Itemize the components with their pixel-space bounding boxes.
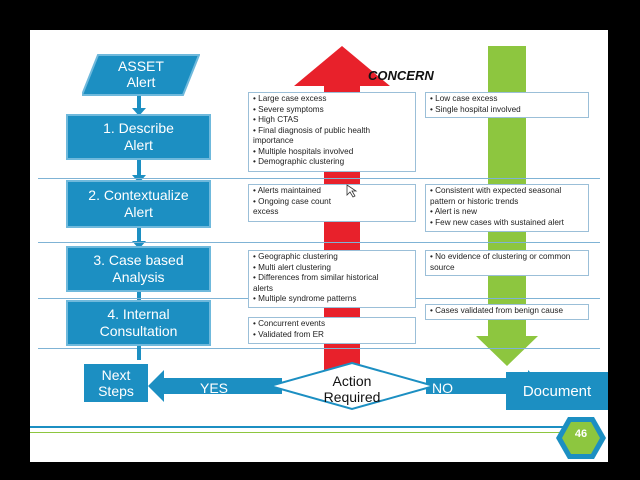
step-label-line2: Analysis — [112, 269, 165, 285]
action-required-label: Action Required — [292, 373, 412, 405]
action-required-line2: Required — [323, 389, 381, 405]
mouse-cursor-icon — [346, 184, 358, 198]
low-item: • Few new cases with sustained alert — [430, 217, 564, 227]
connector-line — [137, 160, 141, 180]
connector-arrow — [132, 175, 146, 183]
concern-box-contextualize: • Alerts maintained • Ongoing case count… — [248, 184, 416, 222]
concern-title: CONCERN — [368, 68, 434, 83]
low-box-describe: • Low case excess • Single hospital invo… — [425, 92, 589, 118]
low-box-case-analysis: • No evidence of clustering or common so… — [425, 250, 589, 276]
concern-box-describe: • Large case excess • Severe symptoms • … — [248, 92, 416, 172]
footer-line — [30, 426, 570, 428]
low-item: • Single hospital involved — [430, 104, 521, 114]
row-divider — [38, 242, 600, 243]
low-item: • Alert is new — [430, 207, 478, 216]
low-box-consultation: • Cases validated from benign cause — [425, 304, 589, 320]
concern-item: • Multiple hospitals involved — [253, 146, 354, 156]
concern-item: • Multiple syndrome patterns — [253, 294, 357, 303]
step-label-line2: Consultation — [99, 323, 178, 339]
concern-item: • Large case excess — [253, 94, 327, 103]
next-steps-line1: Next — [101, 367, 131, 383]
step-label-line1: 1. Describe — [103, 120, 174, 136]
concern-item: • Multi alert clustering — [253, 262, 331, 272]
concern-item: • Geographic clustering — [253, 252, 338, 261]
step-label-line1: 2. Contextualize — [88, 187, 189, 203]
connector-line — [137, 228, 141, 246]
connector-line — [137, 292, 141, 300]
no-label: NO — [432, 380, 453, 396]
step-label-line1: 3. Case based — [93, 252, 184, 268]
step-label-line2: Alert — [124, 204, 153, 220]
action-required-line1: Action — [332, 373, 372, 389]
low-item: pattern or historic trends — [430, 196, 519, 206]
low-item: • Low case excess — [430, 94, 498, 103]
asset-alert-label: ASSET Alert — [98, 58, 184, 90]
concern-item: • Demographic clustering — [253, 157, 345, 166]
asset-alert-shape — [82, 54, 200, 96]
concern-item: • Differences from similar historical — [253, 273, 379, 282]
concern-box-case-analysis: • Geographic clustering • Multi alert cl… — [248, 250, 416, 308]
low-item: • Cases validated from benign cause — [430, 306, 564, 315]
connector-line — [137, 96, 141, 112]
asset-alert-line1: ASSET — [118, 58, 164, 74]
concern-item: • Validated from ER — [253, 329, 324, 339]
step-label-line1: 4. Internal — [107, 306, 170, 322]
connector-arrow — [132, 241, 146, 249]
next-steps-line2: Steps — [98, 383, 134, 399]
connector-line — [137, 346, 141, 360]
concern-item: • High CTAS — [253, 115, 299, 124]
page-number-badge — [556, 417, 606, 459]
asset-alert-line2: Alert — [126, 74, 156, 90]
concern-box-consultation: • Concurrent events • Validated from ER — [248, 317, 416, 344]
connector-arrow — [132, 108, 146, 116]
concern-item: • Ongoing case count — [253, 196, 331, 206]
footer-line — [30, 432, 570, 433]
row-divider — [38, 348, 600, 349]
low-item: • Consistent with expected seasonal — [430, 186, 562, 195]
yes-label: YES — [200, 380, 229, 396]
concern-item: • Final diagnosis of public health — [253, 125, 371, 135]
document-box[interactable]: Document — [506, 372, 608, 410]
concern-item: • Alerts maintained — [253, 186, 321, 195]
low-box-contextualize: • Consistent with expected seasonal patt… — [425, 184, 589, 232]
page-number: 46 — [574, 428, 588, 440]
step-label-line2: Alert — [124, 137, 153, 153]
low-item: source — [430, 262, 455, 272]
low-item: • No evidence of clustering or common — [430, 252, 571, 261]
concern-item: importance — [253, 136, 294, 145]
concern-item: • Concurrent events — [253, 319, 326, 328]
concern-item: alerts — [253, 283, 274, 293]
concern-item: excess — [253, 207, 279, 216]
row-divider — [38, 178, 600, 179]
concern-item: • Severe symptoms — [253, 104, 324, 114]
